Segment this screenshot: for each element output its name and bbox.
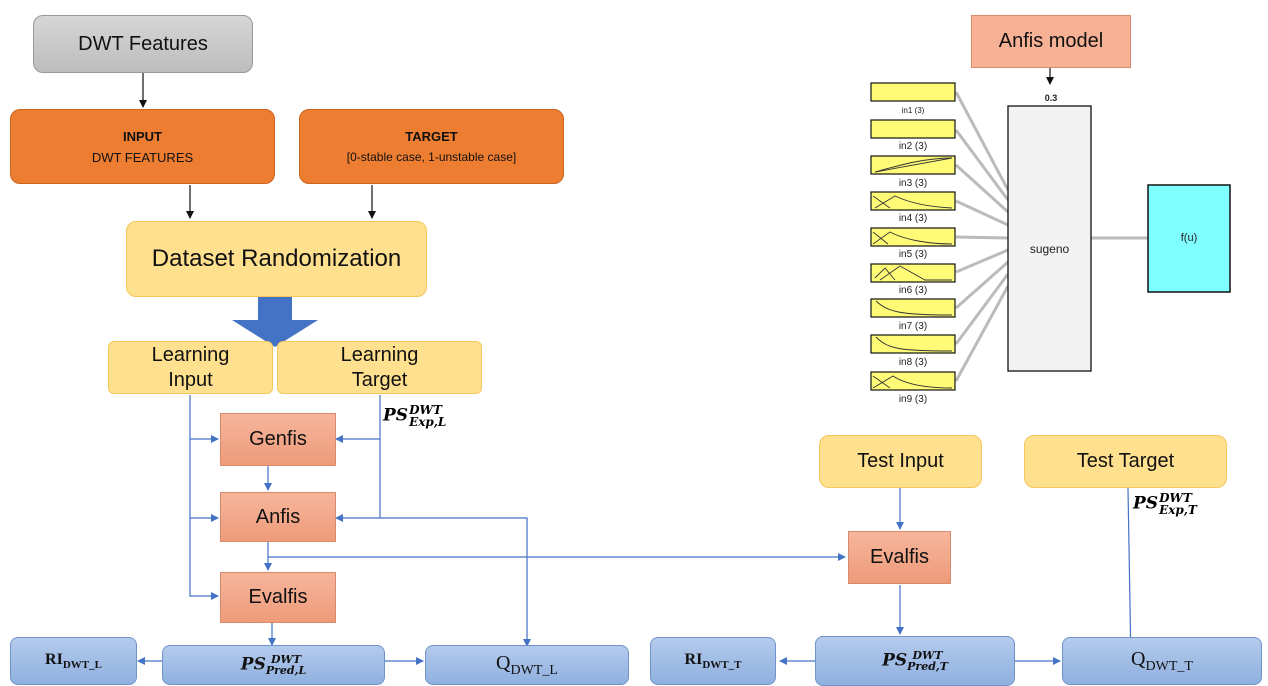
- anfis-model-title: Anfis model: [998, 30, 1104, 52]
- anfis-label: Anfis: [255, 505, 301, 528]
- sugeno-label: sugeno: [1029, 242, 1070, 256]
- q-t-box: QDWT_T: [1062, 637, 1262, 685]
- target-subtitle: [0-stable case, 1-unstable case]: [346, 150, 517, 164]
- mf-in5: [870, 227, 956, 247]
- input-label-4: in4 (3): [898, 213, 928, 224]
- mf-in2: [870, 119, 956, 139]
- genfis-box: Genfis: [220, 413, 336, 466]
- input-label-2: in2 (3): [898, 141, 928, 152]
- mf-in1: [870, 82, 956, 102]
- output-fu-box: [1147, 184, 1231, 293]
- input-label-1: in1 (3): [901, 106, 925, 115]
- mf-in8: [870, 334, 956, 354]
- input-label-7: in7 (3): [898, 321, 928, 332]
- input-label-6: in6 (3): [898, 285, 928, 296]
- mf-curves: [872, 157, 953, 389]
- anfis-box: Anfis: [220, 492, 336, 542]
- q-t-label: QDWT_T: [1131, 647, 1193, 674]
- membership-functions: [870, 82, 956, 391]
- input-title: INPUT: [123, 128, 162, 144]
- output-fu-label: f(u): [1180, 232, 1198, 244]
- mf-in7: [870, 298, 956, 318]
- ri-l-label: RIDWT_L: [45, 650, 102, 672]
- evalfis-left-label: Evalfis: [248, 586, 308, 608]
- ri-t-label: RIDWT_T: [684, 650, 742, 672]
- genfis-label: Genfis: [249, 428, 307, 450]
- input-label-9: in9 (3): [898, 394, 928, 405]
- flow-lines: [137, 395, 1135, 666]
- dataset-randomization-box: Dataset Randomization: [126, 221, 427, 297]
- dwt-features-box: DWT Features: [33, 15, 253, 73]
- ri-l-box: RIDWT_L: [10, 637, 137, 685]
- learning-input-box: Learning Input: [108, 341, 273, 394]
- test-target-box: Test Target: [1024, 435, 1227, 488]
- top-arrows: [139, 67, 1054, 219]
- q-l-box: QDWT_L: [425, 645, 629, 685]
- input-label-8: in8 (3): [898, 357, 928, 368]
- test-target-label: Test Target: [1076, 450, 1175, 472]
- sugeno-top-value: 0.3: [1044, 93, 1058, 103]
- ri-t-box: RIDWT_T: [650, 637, 776, 685]
- input-box: INPUT DWT FEATURES: [10, 109, 275, 184]
- anfis-model-title-box: Anfis model: [971, 15, 1131, 68]
- learning-input-label: Learning Input: [151, 343, 230, 391]
- test-input-box: Test Input: [819, 435, 982, 488]
- evalfis-left-box: Evalfis: [220, 572, 336, 623]
- mf-in9: [870, 371, 956, 391]
- evalfis-right-box: Evalfis: [848, 531, 951, 584]
- evalfis-right-label: Evalfis: [870, 546, 929, 568]
- anfis-network-lines: [954, 91, 1148, 382]
- input-label-3: in3 (3): [898, 178, 928, 189]
- learning-target-box: Learning Target: [277, 341, 482, 394]
- input-label-5: in5 (3): [898, 249, 928, 260]
- dwt-features-label: DWT Features: [78, 32, 208, 55]
- mf-in4: [870, 191, 956, 211]
- learning-target-label: Learning Target: [340, 343, 419, 391]
- q-l-label: QDWT_L: [496, 651, 558, 678]
- target-box: TARGET [0-stable case, 1-unstable case]: [299, 109, 564, 184]
- test-input-label: Test Input: [857, 450, 944, 472]
- input-subtitle: DWT FEATURES: [91, 149, 194, 165]
- dataset-randomization-label: Dataset Randomization: [151, 245, 402, 272]
- sugeno-box: [1007, 105, 1092, 372]
- target-title: TARGET: [405, 129, 458, 144]
- randomization-split-arrow: [232, 295, 318, 347]
